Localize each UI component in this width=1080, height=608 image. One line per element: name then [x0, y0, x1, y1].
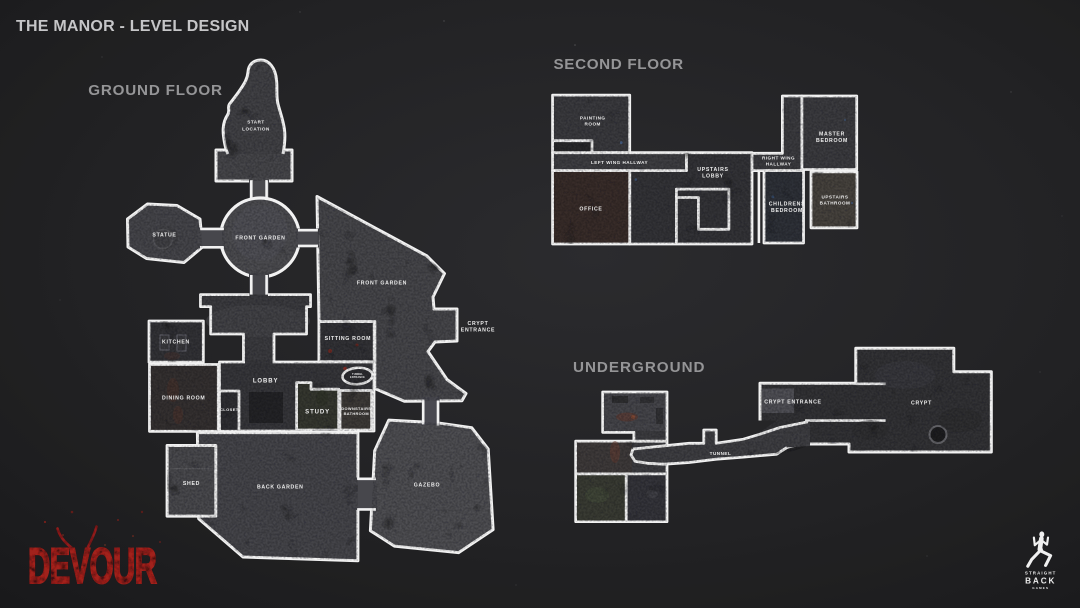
svg-text:FRONT GARDEN: FRONT GARDEN	[235, 236, 285, 242]
svg-text:ROOM: ROOM	[585, 122, 601, 127]
svg-text:LOBBY: LOBBY	[253, 379, 279, 385]
svg-text:LOCATION: LOCATION	[242, 126, 270, 131]
svg-text:ENTRANCE: ENTRANCE	[350, 376, 365, 379]
svg-text:MASTER: MASTER	[819, 132, 845, 138]
svg-text:SITTING ROOM: SITTING ROOM	[325, 336, 371, 342]
svg-text:ENTRANCE: ENTRANCE	[461, 328, 495, 334]
svg-text:CRYPT: CRYPT	[911, 401, 932, 407]
svg-text:DEVOUR: DEVOUR	[28, 537, 157, 594]
svg-text:STRAIGHT: STRAIGHT	[1025, 571, 1057, 576]
svg-text:HALLWAY: HALLWAY	[766, 162, 792, 167]
svg-text:PAINTING: PAINTING	[580, 116, 606, 121]
svg-text:STUDY: STUDY	[305, 410, 330, 416]
svg-text:UPSTAIRS: UPSTAIRS	[697, 167, 728, 173]
svg-text:DOWNSTAIRS: DOWNSTAIRS	[341, 406, 371, 411]
svg-text:TUNNEL: TUNNEL	[352, 373, 363, 376]
svg-text:BACK: BACK	[1025, 577, 1056, 586]
svg-text:CHILDRENS: CHILDRENS	[769, 202, 806, 208]
svg-text:BEDROOM: BEDROOM	[816, 138, 848, 144]
svg-text:GAZEBO: GAZEBO	[414, 483, 440, 489]
svg-text:GROUND FLOOR: GROUND FLOOR	[88, 82, 222, 99]
svg-text:UPSTAIRS: UPSTAIRS	[822, 195, 849, 200]
svg-text:START: START	[247, 120, 264, 125]
svg-text:STATUE: STATUE	[152, 233, 176, 239]
svg-text:FRONT GARDEN: FRONT GARDEN	[357, 281, 407, 287]
svg-text:KITCHEN: KITCHEN	[162, 340, 190, 346]
svg-text:RIGHT WING: RIGHT WING	[762, 156, 795, 161]
svg-text:DINING ROOM: DINING ROOM	[162, 396, 205, 402]
svg-text:CRYPT: CRYPT	[468, 321, 489, 327]
svg-text:BATHROOM: BATHROOM	[820, 201, 851, 206]
svg-text:SHED: SHED	[183, 481, 200, 487]
svg-text:LEFT WING HALLWAY: LEFT WING HALLWAY	[591, 160, 648, 165]
svg-text:THE MANOR - LEVEL DESIGN: THE MANOR - LEVEL DESIGN	[16, 18, 249, 35]
svg-text:TUNNEL: TUNNEL	[710, 451, 732, 456]
svg-text:OFFICE: OFFICE	[579, 207, 602, 213]
svg-text:BACK GARDEN: BACK GARDEN	[257, 485, 304, 491]
svg-text:CLOSET: CLOSET	[220, 407, 239, 412]
svg-text:BEDROOM: BEDROOM	[771, 208, 803, 214]
svg-text:LOBBY: LOBBY	[702, 174, 724, 180]
svg-text:BATHROOM: BATHROOM	[344, 411, 369, 416]
svg-text:SECOND FLOOR: SECOND FLOOR	[554, 56, 684, 73]
svg-text:CRYPT ENTRANCE: CRYPT ENTRANCE	[764, 400, 821, 406]
svg-text:GAMES: GAMES	[1032, 586, 1049, 590]
svg-text:UNDERGROUND: UNDERGROUND	[573, 359, 706, 376]
